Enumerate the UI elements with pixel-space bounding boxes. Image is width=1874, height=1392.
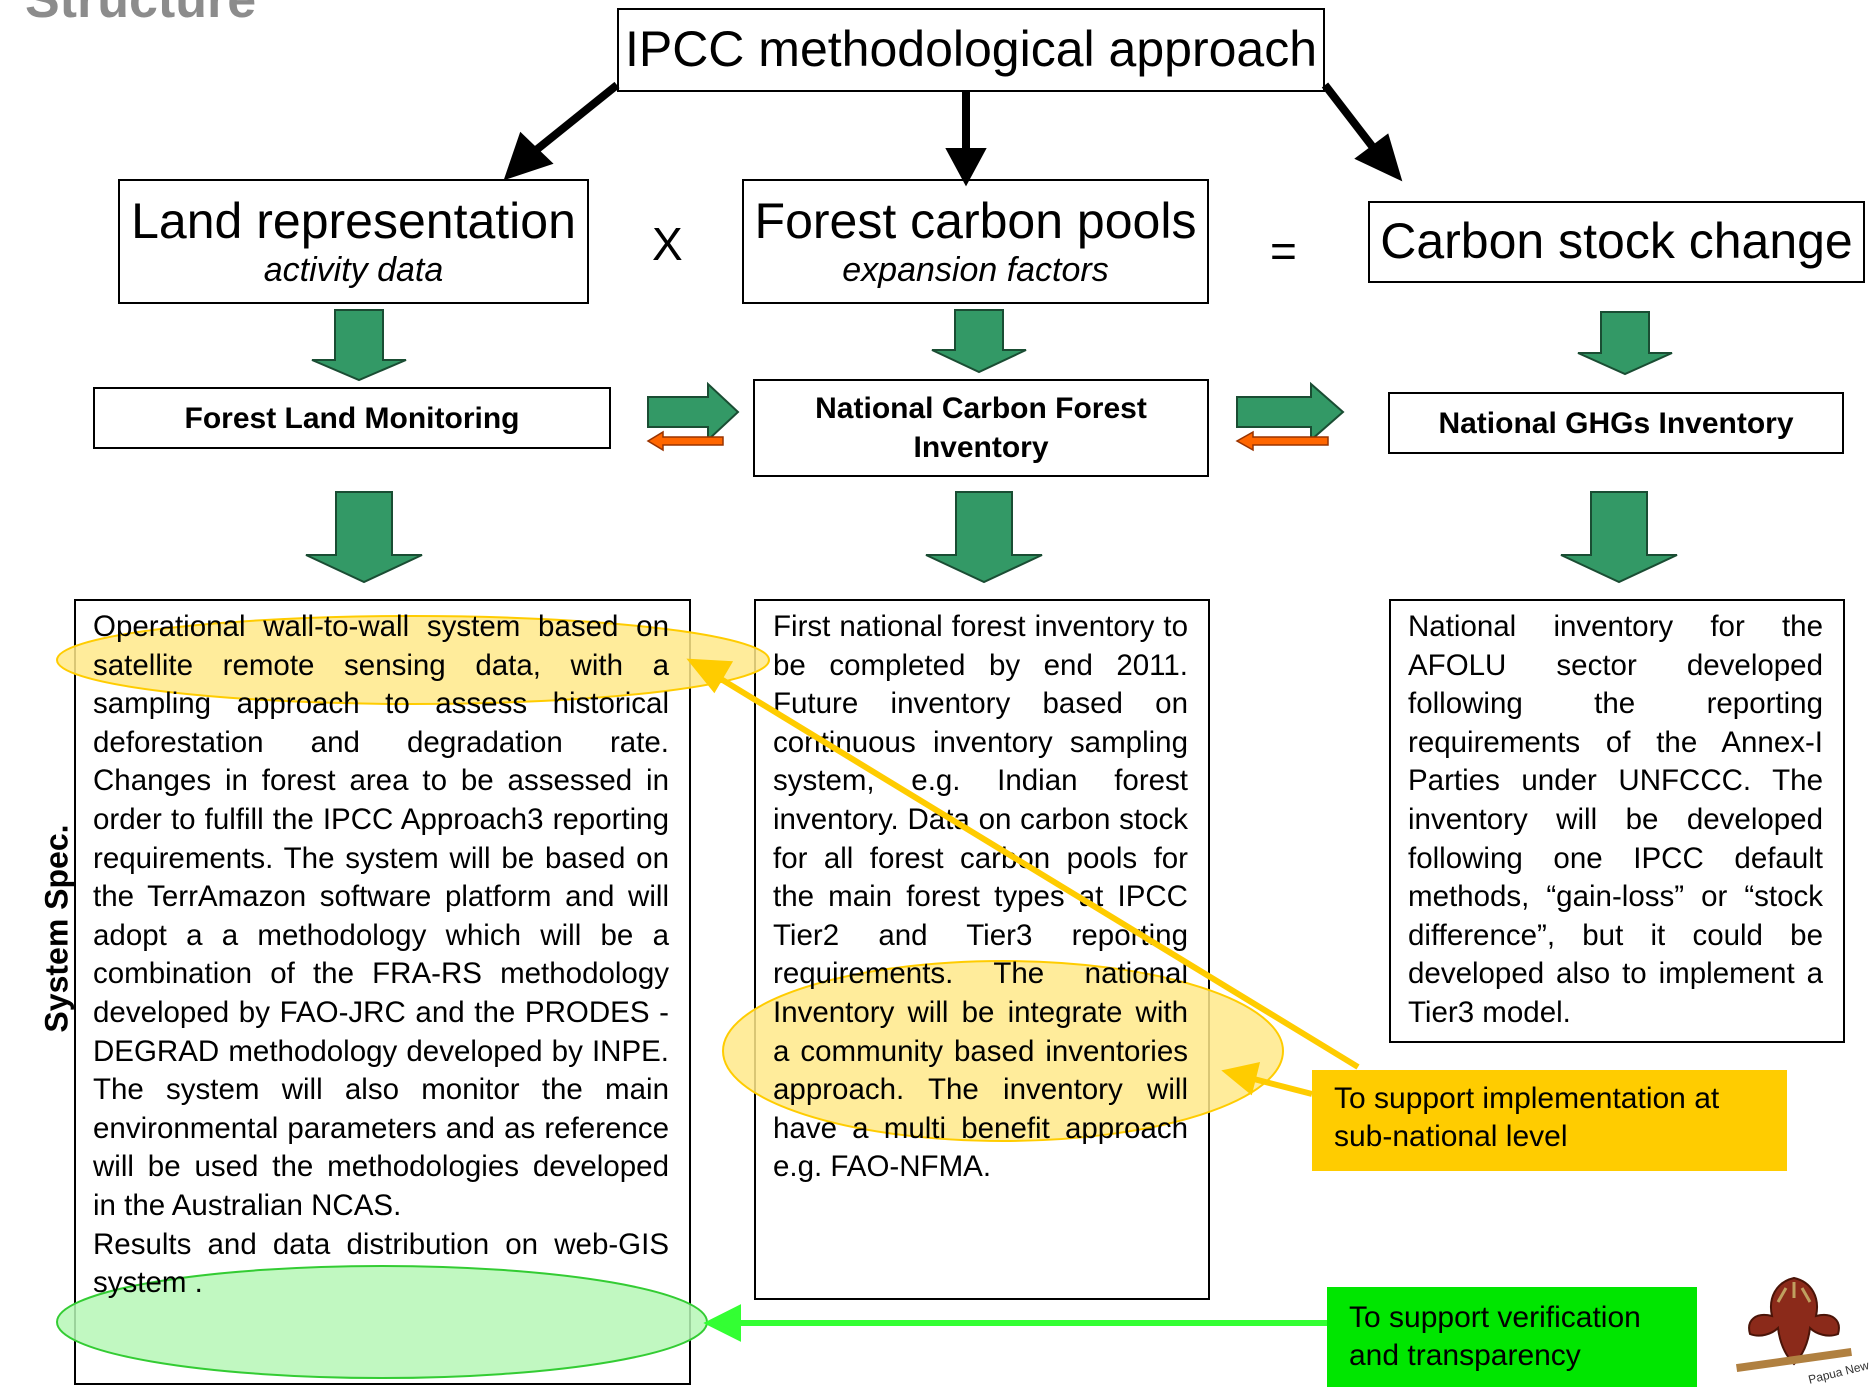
- bird-of-paradise-icon: Papua New Guinea: [1736, 1276, 1874, 1387]
- green-arrow-ncfi-to-ghg: [1236, 381, 1345, 443]
- national-ghg-inventory-box: National GHGs Inventory: [1388, 392, 1844, 454]
- subnational-callout: To support implementation at sub-nationa…: [1312, 1070, 1787, 1171]
- ncfi-description-text: First national forest inventory to be co…: [773, 610, 1188, 1184]
- png-emblem-logo: Papua New Guinea: [1716, 1268, 1874, 1387]
- flm-description-box: [74, 599, 691, 1385]
- national-ghg-inventory-label: National GHGs Inventory: [1438, 406, 1794, 440]
- green-arrow-change-down: [1577, 311, 1673, 376]
- flm-description-extra: Results and data distribution on web-GIS…: [93, 1227, 669, 1300]
- yellow-highlight-ellipse-ncfi: [722, 960, 1284, 1142]
- green-arrow-land-down: [311, 309, 407, 382]
- carbon-stock-change-box: Carbon stock change: [1368, 201, 1865, 283]
- carbon-stock-change-title: Carbon stock change: [1380, 213, 1853, 270]
- ipcc-approach-title: IPCC methodological approach: [624, 21, 1318, 78]
- national-carbon-forest-inventory-box: National Carbon Forest Inventory: [753, 379, 1209, 477]
- page-title: Structure: [25, 0, 257, 29]
- ncfi-description-box: [754, 599, 1210, 1300]
- green-arrow-ncfi-down: [925, 491, 1043, 584]
- times-operator: X: [652, 218, 683, 270]
- flm-description-text: Operational wall-to-wall system based on…: [93, 608, 669, 1303]
- orange-arrow-ghg-to-ncfi: [1235, 430, 1329, 452]
- callout-arrow-to-flm-head: [686, 658, 734, 694]
- ghg-description-text: National inventory for the AFOLU sector …: [1408, 610, 1823, 1029]
- green-arrow-flm-down: [305, 491, 423, 584]
- verification-callout: To support verification and transparency: [1327, 1287, 1697, 1387]
- arrow-top-to-land-head: [503, 131, 554, 181]
- forest-land-monitoring-label: Forest Land Monitoring: [184, 401, 520, 435]
- ncfi-label-line2: Inventory: [913, 431, 1049, 464]
- green-arrow-pools-down: [931, 309, 1027, 374]
- arrow-top-to-change-head: [1354, 133, 1403, 182]
- arrow-top-to-land: [527, 81, 620, 159]
- callout-arrow-to-ncfi: [1249, 1075, 1313, 1097]
- flm-description-main: Operational wall-to-wall system based on…: [93, 610, 669, 1222]
- forest-carbon-pools-title: Forest carbon pools: [754, 193, 1197, 249]
- arrow-top-to-change: [1321, 82, 1379, 153]
- land-representation-title: Land representation: [131, 193, 576, 249]
- forest-land-monitoring-box: Forest Land Monitoring: [93, 387, 611, 449]
- callout-arrow-to-ncfi-head: [1221, 1062, 1261, 1096]
- forest-carbon-pools-subtitle: expansion factors: [842, 250, 1109, 289]
- orange-arrow-ncfi-to-flm: [646, 430, 724, 452]
- forest-carbon-pools-box: Forest carbon pools expansion factors: [742, 179, 1209, 304]
- equals-operator: =: [1270, 225, 1297, 277]
- callout-arrow-to-flm: [714, 673, 1360, 1070]
- ncfi-label-line1: National Carbon Forest: [815, 392, 1147, 425]
- arrow-top-to-pools-head: [945, 148, 987, 187]
- green-arrow-flm-to-ncfi: [647, 381, 740, 443]
- land-representation-subtitle: activity data: [263, 250, 444, 289]
- green-arrow-ghg-down: [1560, 491, 1678, 584]
- callout-arrow-to-webgis-head: [703, 1304, 741, 1342]
- land-representation-box: Land representation activity data: [118, 179, 589, 304]
- ipcc-approach-box: IPCC methodological approach: [617, 8, 1325, 92]
- yellow-highlight-ellipse-flm: [56, 615, 770, 705]
- ghg-description-box: [1389, 599, 1845, 1043]
